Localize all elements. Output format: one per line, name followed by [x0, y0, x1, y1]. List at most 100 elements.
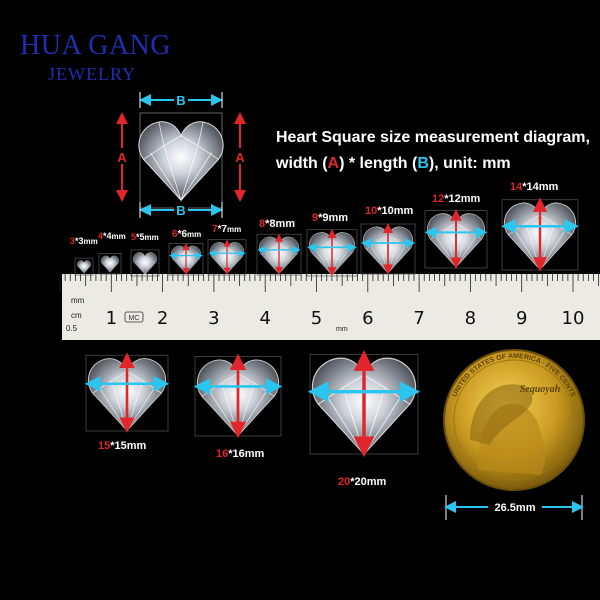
title-a: A	[327, 155, 340, 172]
size-label-bottom: 20*20mm	[338, 476, 386, 488]
title-line-2-mid: ) * length (	[339, 155, 418, 172]
coin-name: Sequoyah	[520, 384, 561, 395]
gem-top-10	[360, 222, 416, 275]
ruler-number: 9	[516, 308, 527, 329]
title-line-2-pre: width (	[276, 155, 328, 172]
gem-heart-icon	[138, 121, 224, 202]
size-unit: mm	[83, 237, 98, 246]
size-separator: *	[350, 476, 355, 488]
ruler-cm-label: cm	[71, 311, 82, 320]
size-unit: mm	[244, 448, 265, 460]
gem-top-12	[424, 209, 488, 269]
gem-top-3	[74, 257, 94, 276]
size-separator: *	[265, 218, 270, 230]
ruler-number: 4	[259, 308, 270, 329]
size-length: 8	[269, 218, 276, 230]
size-separator: *	[217, 224, 222, 235]
size-width: 16	[216, 448, 229, 460]
size-label-top: 4*4mm	[98, 231, 126, 241]
size-length: 10	[381, 205, 394, 217]
ruler-number: 2	[157, 308, 168, 329]
gem-bottom-20	[307, 350, 421, 458]
size-label-top: 6*6mm	[172, 229, 201, 240]
gem-bottom-16	[193, 353, 283, 439]
size-width: 8	[259, 218, 266, 230]
size-width: 7	[212, 224, 218, 235]
size-unit: mm	[111, 232, 126, 241]
ruler-number: 10	[562, 308, 585, 329]
gem-top-6	[168, 243, 204, 276]
size-width: 5	[131, 232, 137, 242]
size-length: 15	[114, 440, 127, 452]
size-unit: mm	[393, 205, 414, 217]
diagram-heart: B B A A	[114, 92, 248, 218]
ruler-mm-label: mm	[71, 296, 85, 305]
size-length: 16	[232, 448, 245, 460]
gems-top-row	[74, 197, 579, 277]
gem-top-4	[98, 253, 122, 275]
label-b-bottom: B	[176, 203, 185, 218]
label-a-left: A	[117, 150, 127, 165]
size-unit: mm	[275, 218, 296, 230]
size-label-top: 3*3mm	[70, 236, 98, 246]
size-label-bottom: 16*16mm	[216, 448, 264, 460]
title-b: B	[417, 155, 429, 172]
size-unit: mm	[144, 233, 159, 242]
brand-subtitle: JEWELRY	[48, 64, 136, 84]
gem-top-7	[207, 239, 247, 276]
ruler-mm-label-2: mm	[336, 326, 348, 333]
gem-top-5	[130, 249, 160, 277]
ruler-number: 1	[106, 308, 117, 329]
size-unit: mm	[227, 225, 242, 234]
ruler-logo: MC	[129, 315, 140, 322]
label-b-top: B	[176, 93, 185, 108]
size-separator: *	[177, 229, 182, 240]
gem-top-8	[256, 233, 302, 276]
size-length: 14	[526, 181, 539, 193]
size-separator: *	[228, 448, 233, 460]
size-unit: mm	[366, 476, 387, 488]
size-label-top: 12*12mm	[432, 193, 480, 205]
size-length: 3	[78, 236, 84, 246]
ruler-sub-label: 0.5	[66, 324, 78, 333]
title-line-1: Heart Square size measurement diagram,	[276, 129, 590, 146]
size-label-top: 8*8mm	[259, 218, 295, 230]
ruler-number: 6	[362, 308, 373, 329]
size-length: 5	[139, 232, 145, 242]
size-separator: *	[75, 236, 79, 246]
size-unit: mm	[126, 440, 147, 452]
size-length: 4	[106, 231, 112, 241]
size-separator: *	[377, 205, 382, 217]
size-width: 9	[312, 212, 319, 224]
title-line-2: width (A) * length (B), unit: mm	[276, 151, 596, 177]
label-a-right: A	[235, 150, 245, 165]
size-separator: *	[110, 440, 115, 452]
diagram-title: Heart Square size measurement diagram, w…	[276, 125, 596, 177]
size-label-top: 14*14mm	[510, 181, 558, 193]
gem-top-14	[501, 197, 579, 272]
size-separator: *	[444, 193, 449, 205]
gem-heart-icon	[101, 255, 119, 273]
ruler-number: 8	[465, 308, 476, 329]
size-label-top: 7*7mm	[212, 224, 241, 235]
size-unit: mm	[538, 181, 559, 193]
size-width: 15	[98, 440, 111, 452]
size-separator: *	[103, 231, 107, 241]
size-length: 6	[181, 229, 188, 240]
gem-heart-icon	[77, 260, 91, 274]
size-length: 7	[221, 224, 228, 235]
size-label-top: 9*9mm	[312, 212, 348, 224]
size-width: 10	[365, 205, 378, 217]
gem-heart-icon	[133, 252, 157, 275]
gem-bottom-15	[84, 352, 170, 433]
size-width: 20	[338, 476, 351, 488]
gem-top-9	[306, 228, 358, 277]
title-line-2-post: ), unit: mm	[428, 155, 511, 172]
size-width: 14	[510, 181, 523, 193]
coin-size-label: 26.5mm	[495, 502, 536, 514]
ruler-number: 3	[208, 308, 219, 329]
size-width: 4	[98, 231, 104, 241]
